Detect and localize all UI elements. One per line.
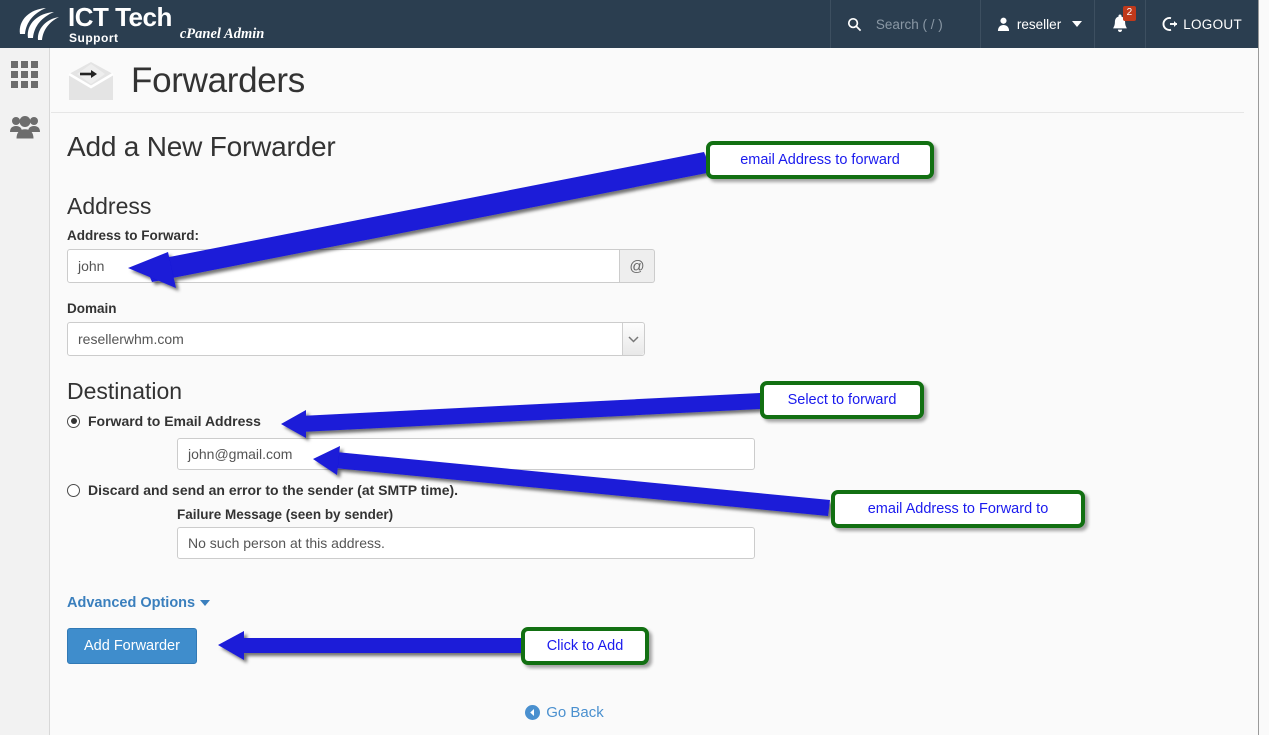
annotation-select-to-forward: Select to forward xyxy=(760,381,924,419)
destination-section-heading: Destination xyxy=(67,378,183,404)
go-back-area: Go Back xyxy=(67,704,1242,722)
page-title: Forwarders xyxy=(131,61,305,100)
domain-selected-value: resellerwhm.com xyxy=(78,331,184,347)
search-box[interactable]: Search ( / ) xyxy=(829,0,980,48)
brand-name: ICT Tech xyxy=(68,2,172,32)
notifications-button[interactable]: 2 xyxy=(1094,0,1145,48)
domain-label: Domain xyxy=(67,301,117,316)
radio-forward-to-email[interactable] xyxy=(67,414,80,428)
top-navigation-bar: ICT Tech Support cPanel Admin Search ( /… xyxy=(0,0,1258,48)
forward-email-option-label: Forward to Email Address xyxy=(88,413,261,429)
grid-icon xyxy=(11,60,38,88)
address-section-heading: Address xyxy=(67,193,152,219)
at-symbol-addon: @ xyxy=(620,249,655,283)
chevron-down-glyph xyxy=(628,335,639,343)
page-header: Forwarders xyxy=(51,48,1244,113)
advanced-options-label: Advanced Options xyxy=(67,595,196,611)
user-menu[interactable]: reseller xyxy=(979,0,1094,48)
form-heading: Add a New Forwarder xyxy=(67,131,336,162)
forwarder-form: Add a New Forwarder Address Address to F… xyxy=(51,113,1258,722)
annotation-click-to-add: Click to Add xyxy=(521,627,649,665)
address-to-forward-label: Address to Forward: xyxy=(67,228,200,243)
advanced-options-toggle[interactable]: Advanced Options xyxy=(67,595,211,611)
annotation-email-address-to-forward-to: email Address to Forward to xyxy=(831,490,1085,528)
chevron-down-icon xyxy=(200,600,211,606)
annotation-label: email Address to Forward to xyxy=(867,501,1049,517)
brand-logo-area[interactable]: ICT Tech Support cPanel Admin xyxy=(0,0,264,48)
annotation-email-address-to-forward: email Address to forward xyxy=(706,141,934,179)
top-right-controls: Search ( / ) reseller 2 xyxy=(829,0,1258,48)
envelope-forward-icon xyxy=(68,62,114,100)
search-placeholder: Search ( / ) xyxy=(875,16,943,32)
annotation-label: Click to Add xyxy=(546,638,624,654)
forward-email-option[interactable]: Forward to Email Address xyxy=(67,413,1242,429)
failure-message-input[interactable]: No such person at this address. xyxy=(177,527,755,559)
vertical-scrollbar[interactable] xyxy=(1258,0,1269,735)
chevron-down-icon xyxy=(1072,21,1083,27)
annotation-label: Select to forward xyxy=(787,392,897,408)
add-forwarder-button[interactable]: Add Forwarder xyxy=(67,628,197,664)
logout-label: LOGOUT xyxy=(1183,16,1242,32)
forward-email-input[interactable]: john@gmail.com xyxy=(177,438,755,470)
left-sidebar xyxy=(0,48,50,735)
domain-select[interactable]: resellerwhm.com xyxy=(67,322,645,356)
arrow-left-icon xyxy=(525,705,541,720)
go-back-link[interactable]: Go Back xyxy=(525,704,604,721)
annotation-label: email Address to forward xyxy=(740,152,900,168)
address-to-forward-input[interactable]: john xyxy=(67,249,620,283)
user-name-label: reseller xyxy=(1016,16,1062,32)
sidebar-item-users[interactable] xyxy=(0,100,49,152)
radio-discard-with-error[interactable] xyxy=(67,483,80,497)
company-logo-icon xyxy=(19,8,59,40)
logout-button[interactable]: LOGOUT xyxy=(1145,0,1258,48)
notification-count-badge: 2 xyxy=(1122,6,1137,21)
users-icon xyxy=(9,116,40,139)
search-icon xyxy=(847,17,862,31)
brand-subtitle: Support xyxy=(69,31,119,45)
arrow-left-glyph xyxy=(530,709,535,716)
sidebar-item-apps[interactable] xyxy=(0,48,49,100)
go-back-label: Go Back xyxy=(546,704,604,721)
brand-tagline: cPanel Admin xyxy=(179,26,265,42)
discard-option-label: Discard and send an error to the sender … xyxy=(88,482,459,498)
main-content: Forwarders Add a New Forwarder Address A… xyxy=(51,48,1258,735)
user-icon xyxy=(997,17,1009,31)
logout-icon xyxy=(1162,17,1178,31)
address-input-group: john @ xyxy=(67,249,655,283)
chevron-down-icon xyxy=(622,323,644,355)
